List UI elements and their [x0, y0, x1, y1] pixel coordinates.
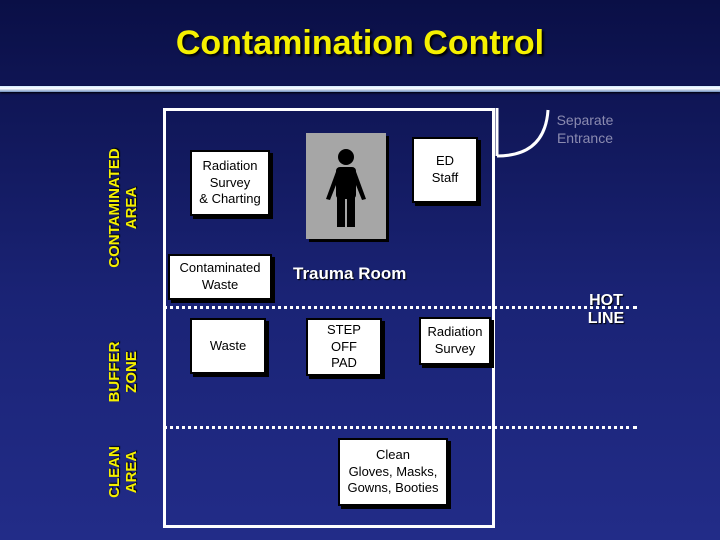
separate-entrance-label: Separate Entrance	[540, 112, 630, 147]
door-swing-icon	[495, 108, 550, 158]
clean-area-divider	[163, 426, 637, 429]
contaminated-waste-line1: Contaminated	[179, 260, 261, 276]
radiation-survey-charting-line1: Radiation	[202, 157, 258, 173]
zone-label-contaminated-line2: AREA	[123, 186, 141, 230]
waste-label: Waste	[209, 337, 247, 353]
step-off-pad-box: STEP OFF PAD	[306, 318, 382, 376]
contaminated-waste-line2: Waste	[201, 277, 239, 292]
title-divider	[0, 86, 720, 92]
hot-line-divider	[163, 306, 637, 309]
radiation-survey-charting-line3: & Charting	[199, 191, 261, 207]
clean-supplies-line1: Clean	[376, 446, 410, 462]
trauma-room-label: Trauma Room	[293, 264, 407, 283]
zone-label-buffer-line2: ZONE	[123, 351, 141, 393]
zone-label-contaminated-line1: CONTAMINATED	[106, 148, 123, 268]
separate-entrance-line1: Separate	[556, 112, 614, 128]
zone-label-clean: CLEAN AREA	[106, 432, 146, 512]
radiation-survey-box: Radiation Survey	[419, 317, 491, 365]
ed-staff-line1: ED	[435, 153, 455, 169]
step-off-pad-line1: STEP	[327, 321, 361, 337]
hot-line-line2: LINE	[587, 309, 625, 327]
clean-supplies-line2: Gloves, Masks,	[348, 463, 438, 479]
hot-line-label: HOT LINE	[566, 292, 646, 327]
patient-figure-box	[306, 133, 386, 239]
step-off-pad-line3: PAD	[331, 355, 357, 371]
radiation-survey-charting-box: Radiation Survey & Charting	[190, 150, 270, 216]
ed-staff-line2: Staff	[431, 170, 459, 185]
contaminated-waste-box: Contaminated Waste	[168, 254, 272, 300]
radiation-survey-charting-line2: Survey	[209, 174, 251, 190]
page-title: Contamination Control	[175, 24, 545, 62]
clean-supplies-line3: Gowns, Booties	[347, 480, 439, 496]
waste-box: Waste	[190, 318, 266, 374]
zone-label-buffer: BUFFER ZONE	[106, 327, 146, 417]
trauma-room-outline	[163, 108, 495, 528]
zone-label-clean-line2: AREA	[123, 450, 141, 494]
radiation-survey-line2: Survey	[434, 341, 476, 356]
zone-label-clean-line1: CLEAN	[106, 446, 123, 498]
person-icon	[326, 149, 366, 227]
separate-entrance-line2: Entrance	[556, 129, 614, 146]
clean-supplies-box: Clean Gloves, Masks, Gowns, Booties	[338, 438, 448, 506]
zone-label-buffer-line1: BUFFER	[106, 341, 123, 403]
step-off-pad-line2: OFF	[331, 338, 357, 354]
zone-label-contaminated: CONTAMINATED AREA	[106, 133, 146, 283]
ed-staff-box: ED Staff	[412, 137, 478, 203]
radiation-survey-line1: Radiation	[427, 324, 483, 340]
hot-line-line1: HOT	[589, 292, 623, 309]
